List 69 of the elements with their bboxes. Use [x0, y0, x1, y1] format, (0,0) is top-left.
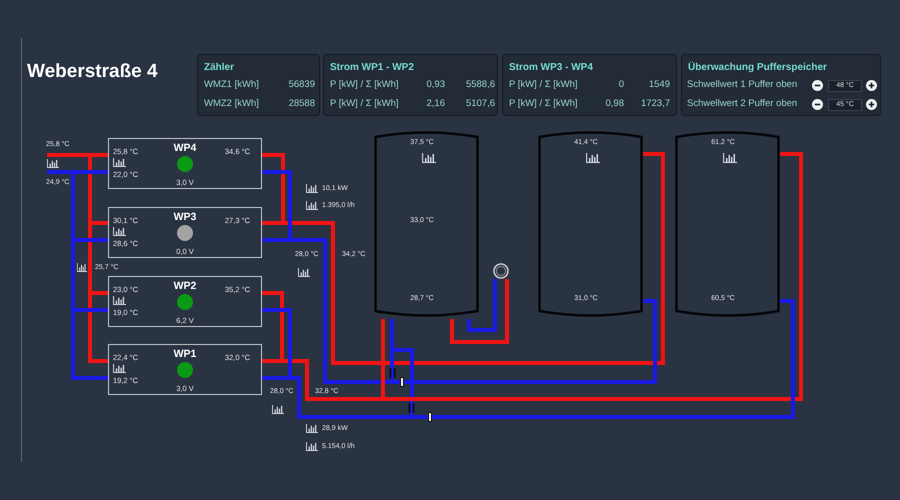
meter-value: 5588,6 [466, 80, 495, 91]
panel-heading: Zähler [204, 62, 234, 74]
pipe [412, 299, 795, 419]
pipe [282, 359, 383, 401]
meter-label: P [kW] / Σ [kWh] [330, 99, 399, 110]
pipe [290, 376, 412, 419]
storage-tank [675, 129, 780, 319]
meter-value: 1549 [648, 80, 670, 91]
meter-value: 28588 [288, 99, 315, 110]
pipe [90, 153, 108, 157]
pipe [381, 319, 385, 399]
pipe [262, 221, 283, 225]
pipe [262, 170, 292, 240]
pipe [71, 310, 108, 380]
pipe [392, 299, 657, 384]
heat-pump-name: WP2 [174, 280, 196, 292]
pipe [73, 170, 108, 174]
pipe [71, 172, 75, 240]
pipe [73, 308, 108, 312]
meter-label: P [kW] / Σ [kWh] [509, 80, 578, 91]
pipe [383, 152, 803, 401]
ring-icon [493, 263, 509, 279]
pipe [390, 319, 394, 350]
pipe [73, 238, 108, 242]
meter-value: 0,93 [426, 80, 445, 91]
setting-label: Schwellwert 2 Puffer oben [687, 99, 798, 110]
pipe [262, 291, 284, 361]
meter-value: 1723,7 [640, 99, 670, 110]
storage-tank [374, 129, 479, 319]
pipe [88, 293, 108, 363]
heat-pump-name: WP3 [174, 211, 196, 224]
meter-value: 0,98 [606, 99, 624, 110]
meter-label: WMZ1 [kWh] [204, 80, 259, 91]
heat-pump-box [108, 138, 262, 189]
pipe [71, 240, 75, 310]
pipe [467, 279, 497, 332]
pipe [262, 376, 290, 380]
setting-label: Schwellwert 1 Puffer oben [687, 80, 798, 91]
heat-pump-box [108, 276, 262, 327]
pipe [290, 238, 392, 384]
info-panel [197, 54, 320, 116]
heat-pump-name: WP1 [174, 348, 196, 360]
pipe [262, 359, 282, 363]
pipe [88, 223, 92, 293]
pipe [450, 279, 509, 344]
panel-heading: Strom WP1 - WP2 [330, 62, 414, 74]
panel-heading: Strom WP3 - WP4 [509, 62, 593, 74]
info-panel [681, 54, 881, 116]
info-panel [323, 54, 498, 116]
meter-label: P [kW] / Σ [kWh] [509, 99, 578, 110]
heat-pump-box [108, 207, 262, 258]
heat-pump-box [108, 344, 262, 395]
pipe [262, 308, 292, 378]
pipe [90, 291, 108, 295]
meter-label: WMZ2 [kWh] [204, 99, 259, 110]
heat-pump-name: WP4 [174, 142, 196, 154]
pipe [47, 170, 73, 174]
meter-label: P [kW] / Σ [kWh] [330, 80, 399, 91]
meter-value: 2,16 [426, 99, 445, 110]
info-panel [502, 54, 677, 116]
panel-heading: Überwachung Pufferspeicher [688, 62, 827, 74]
page-title: Weberstraße 4 [27, 61, 158, 83]
pipe [392, 348, 414, 417]
meter-value: 0 [618, 80, 624, 91]
pipe [390, 350, 394, 382]
storage-tank [538, 129, 643, 319]
meter-value: 56839 [288, 80, 315, 91]
meter-value: 5107,6 [466, 99, 495, 110]
pipe [262, 238, 290, 242]
